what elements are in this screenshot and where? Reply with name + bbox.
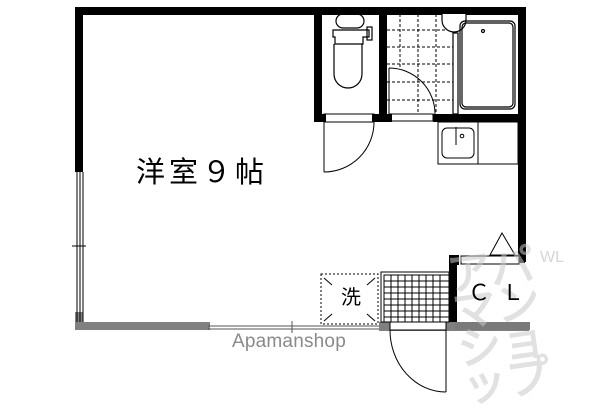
- toilet-door[interactable]: [323, 113, 375, 173]
- laundry-label: 洗: [341, 285, 361, 309]
- watermark-brand: Apamanshop: [232, 331, 346, 352]
- bathtub-icon: [459, 20, 516, 110]
- laundry-space: [320, 273, 379, 325]
- toilet-icon: [332, 13, 373, 89]
- triangle-icon: [489, 231, 516, 256]
- window-frames: [72, 172, 530, 333]
- walls: [75, 7, 526, 330]
- floor-plan: [72, 7, 530, 393]
- kitchen-counter: [437, 121, 519, 165]
- entrance-grid: [380, 271, 450, 323]
- closet-label: ＣＬ: [468, 281, 537, 306]
- washroom-tiles: [387, 14, 455, 114]
- closet: [460, 255, 520, 265]
- entrance-door[interactable]: [389, 321, 447, 393]
- watermark-logo: アパマンショップ: [444, 239, 555, 413]
- washroom-door[interactable]: [388, 67, 436, 122]
- watermark-side-text: WL: [540, 249, 564, 266]
- main-room-label: 洋室９帖: [136, 155, 269, 189]
